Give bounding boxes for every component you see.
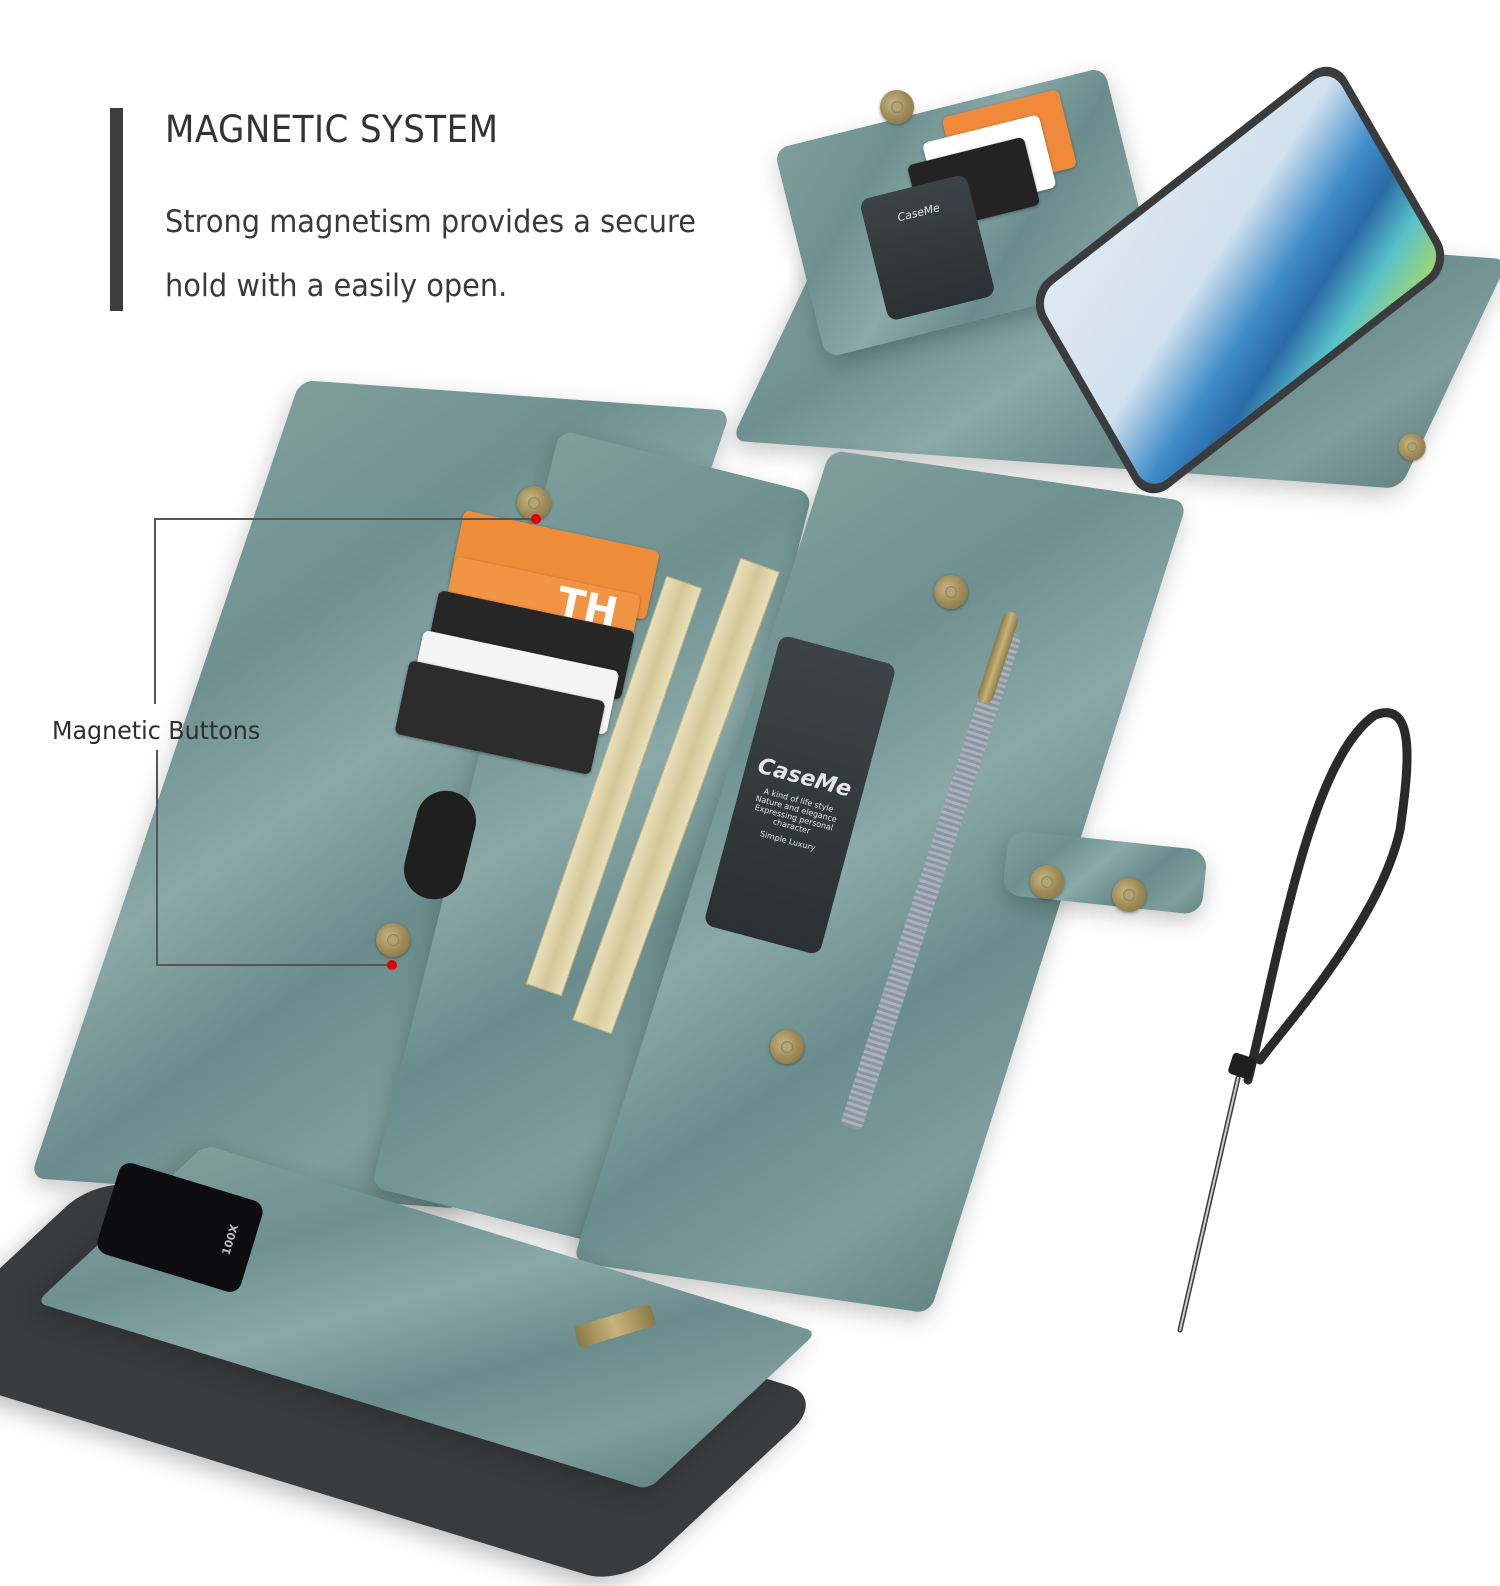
description-line-2: hold with a easily open. bbox=[165, 268, 508, 304]
strap-clasp bbox=[1228, 1052, 1256, 1080]
strap-loop bbox=[1243, 708, 1412, 1085]
snap-button-3 bbox=[934, 575, 968, 609]
wrist-strap-image bbox=[1177, 708, 1412, 1333]
snap-button-2 bbox=[376, 923, 410, 957]
callout-line-top bbox=[154, 518, 536, 520]
snap-button-5 bbox=[1030, 865, 1064, 899]
camera-label: 100X bbox=[219, 1222, 241, 1257]
snap-button-bottom bbox=[1398, 433, 1426, 461]
phone-case-back-image: 100X bbox=[0, 1105, 870, 1586]
description-line-1: Strong magnetism provides a secure bbox=[165, 204, 696, 240]
callout-line-vertical-bottom bbox=[156, 750, 158, 966]
snap-button-4 bbox=[770, 1030, 804, 1064]
open-wallet-image: TH CaseMe A kind of life style Nature an… bbox=[30, 360, 1230, 1314]
callout-dot-top bbox=[531, 514, 541, 524]
snap-button-top bbox=[880, 90, 914, 124]
callout-dot-bottom bbox=[387, 960, 397, 970]
feature-title: MAGNETIC SYSTEM bbox=[165, 108, 499, 151]
accent-bar bbox=[110, 108, 123, 311]
callout-label: Magnetic Buttons bbox=[52, 716, 261, 745]
open-wallet-with-phone-image: CaseMe bbox=[731, 55, 1500, 505]
callout-line-bottom bbox=[156, 964, 392, 966]
snap-button-6 bbox=[1112, 878, 1146, 912]
feature-description: Strong magnetism provides a secure hold … bbox=[165, 190, 696, 318]
callout-line-vertical-top bbox=[154, 518, 156, 704]
